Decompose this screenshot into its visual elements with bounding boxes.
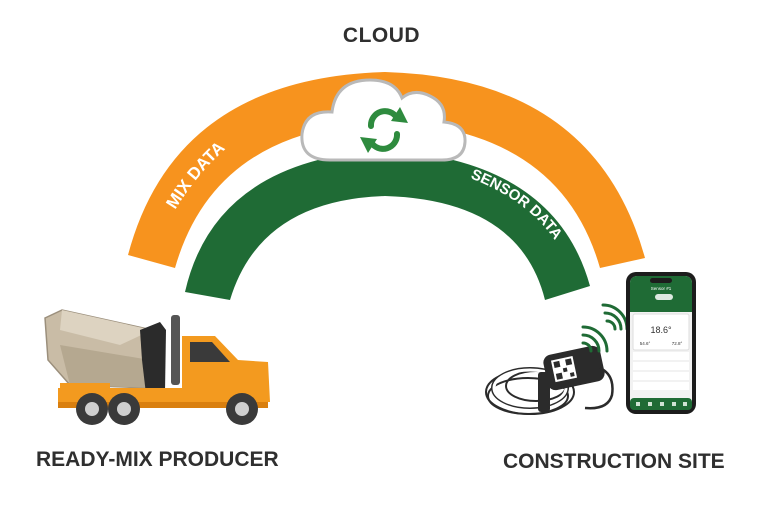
wireless-signal-icon — [581, 325, 609, 353]
sensor-icon — [485, 345, 614, 415]
phone-header: Sensor #1 — [651, 286, 672, 291]
phone-small-right: 72.8° — [672, 341, 683, 346]
cloud-title: CLOUD — [342, 24, 421, 47]
sync-icon — [360, 107, 408, 153]
wireless-signal-icon — [601, 303, 629, 331]
phone-big-value: 18.6° — [650, 325, 672, 335]
cloud-icon — [300, 78, 467, 162]
site-label: CONSTRUCTION SITE — [503, 450, 725, 473]
truck-icon — [44, 309, 270, 425]
mix-data-arc — [128, 72, 645, 268]
phone-small-left: 54.6° — [640, 341, 651, 346]
smartphone-icon: Sensor #1 18.6° 54.6° 72.8° — [626, 272, 696, 414]
sensor-data-arc — [185, 150, 590, 300]
producer-label: READY-MIX PRODUCER — [36, 448, 279, 471]
